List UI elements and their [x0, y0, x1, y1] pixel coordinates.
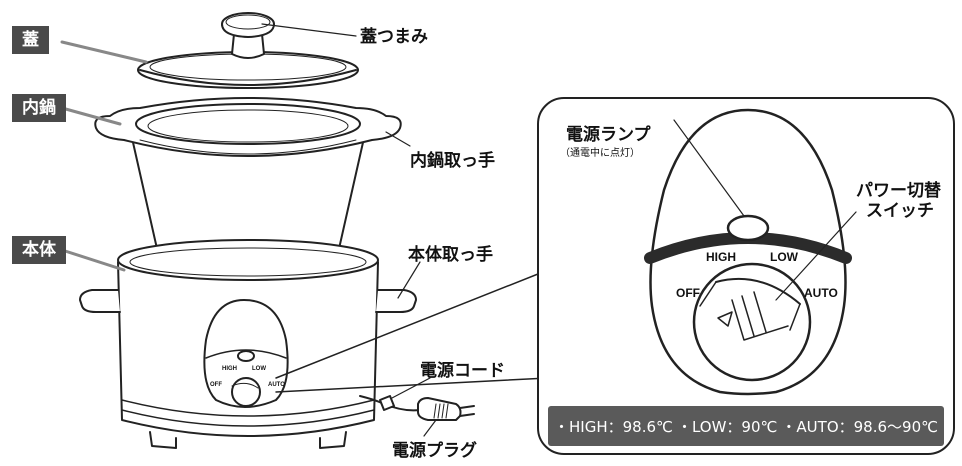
power-switch-label-line1: パワー切替	[856, 181, 941, 201]
spec-auto: ・AUTO：98.6～90℃	[781, 417, 938, 436]
leader-lines	[60, 23, 857, 437]
power-lamp-label: 電源ランプ	[566, 125, 651, 145]
small-dial-high-label: HIGH	[222, 366, 237, 372]
small-dial-low-label: LOW	[252, 366, 266, 372]
temperature-spec-bar: ・HIGH：98.6℃ ・LOW：90℃ ・AUTO：98.6～90℃	[548, 406, 944, 446]
power-lamp-note: （通電中に点灯）	[560, 148, 640, 159]
dial-high-label: HIGH	[706, 250, 736, 264]
inner-pot-tag: 内鍋	[12, 94, 66, 122]
power-cord-label: 電源コード	[420, 361, 505, 381]
body-drawing	[79, 239, 475, 449]
inner-pot-handle-label: 内鍋取っ手	[410, 151, 495, 171]
small-dial-auto-label: AUTO	[268, 382, 285, 388]
lid-knob-label: 蓋つまみ	[360, 27, 428, 47]
dial-off-label: OFF	[676, 286, 700, 300]
lid-tag: 蓋	[12, 26, 49, 54]
small-dial-off-label: OFF	[210, 382, 222, 388]
lid-drawing	[137, 12, 359, 89]
body-handle-label: 本体取っ手	[408, 245, 493, 265]
zoom-callout	[275, 97, 955, 455]
body-tag: 本体	[12, 236, 66, 264]
power-plug-label: 電源プラグ	[392, 441, 477, 461]
dial-low-label: LOW	[770, 250, 798, 264]
power-switch-label-line2: スイッチ	[866, 201, 934, 221]
spec-low: ・LOW：90℃	[676, 417, 778, 436]
spec-high: ・HIGH：98.6℃	[554, 417, 673, 436]
dial-auto-label: AUTO	[804, 286, 838, 300]
